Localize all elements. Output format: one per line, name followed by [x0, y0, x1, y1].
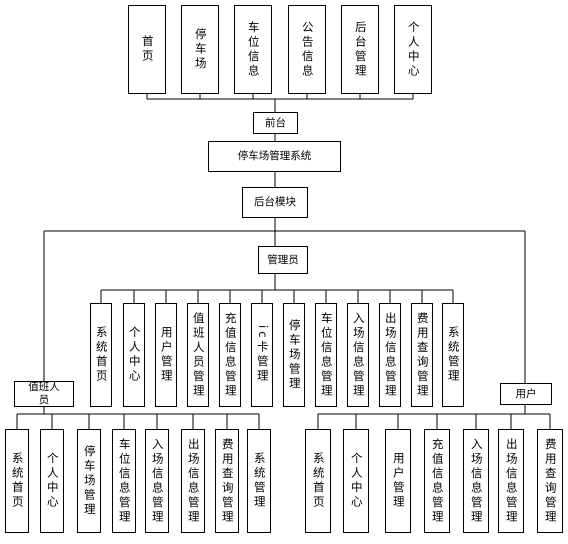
- admin-item-exit-info-management: 出场信息管理: [379, 303, 401, 407]
- user-item-exit-info-management: 出场信息管理: [498, 429, 524, 533]
- admin-item-space-info-management: 车位信息管理: [315, 303, 337, 407]
- staff-item-label: 系统首页: [10, 452, 25, 510]
- staff-item-system-management: 系统管理: [247, 429, 271, 533]
- frontend-item-label: 后台管理: [353, 20, 368, 79]
- frontend-hub: 前台: [253, 112, 298, 134]
- admin-item-label: 出场信息管理: [383, 311, 398, 399]
- user-item-label: 用户管理: [391, 452, 406, 510]
- user-item-label: 入场信息管理: [469, 437, 484, 525]
- admin-item-label: ic卡管理: [255, 325, 270, 385]
- staff-item-label: 系统管理: [252, 452, 267, 510]
- backend-module: 后台模块: [242, 187, 308, 218]
- admin-item-ic-card-management: ic卡管理: [251, 303, 273, 407]
- admin-item-label: 费用查询管理: [415, 311, 430, 399]
- admin-item-staff-management: 值班人员管理: [187, 303, 209, 407]
- system-root: 停车场管理系统: [208, 141, 341, 172]
- frontend-item-backend-admin: 后台管理: [341, 5, 379, 94]
- user-item-label: 费用查询管理: [543, 437, 558, 525]
- admin-item-system-management: 系统管理: [442, 303, 464, 407]
- staff-item-label: 出场信息管理: [186, 437, 201, 525]
- admin-item-label: 值班人员管理: [191, 311, 206, 399]
- staff-item-system-home: 系统首页: [5, 429, 29, 533]
- staff-item-exit-info-management: 出场信息管理: [181, 429, 205, 533]
- admin-item-label: 系统首页: [94, 326, 109, 384]
- staff-role-label: 值班人员: [28, 381, 60, 406]
- staff-item-label: 个人中心: [45, 452, 60, 510]
- user-item-personal-center: 个人中心: [343, 429, 369, 533]
- admin-role-label: 管理员: [267, 253, 299, 266]
- user-item-label: 个人中心: [349, 452, 364, 510]
- admin-item-label: 系统管理: [446, 326, 461, 384]
- user-item-fee-query-management: 费用查询管理: [537, 429, 563, 533]
- admin-item-label: 用户管理: [159, 326, 174, 384]
- user-item-label: 出场信息管理: [504, 437, 519, 525]
- frontend-item-parking-lot: 停车场: [181, 5, 219, 94]
- admin-item-label: 停车场管理: [287, 318, 302, 392]
- admin-item-label: 入场信息管理: [351, 311, 366, 399]
- user-role-label: 用户: [515, 387, 537, 400]
- frontend-item-space-info: 车位信息: [234, 5, 272, 94]
- user-item-user-management: 用户管理: [385, 429, 411, 533]
- staff-item-entry-info-management: 入场信息管理: [145, 429, 169, 533]
- frontend-item-notice-info: 公告信息: [288, 5, 326, 94]
- admin-item-system-home: 系统首页: [90, 303, 112, 407]
- frontend-item-label: 首页: [140, 35, 155, 64]
- staff-item-personal-center: 个人中心: [40, 429, 64, 533]
- system-root-label: 停车场管理系统: [237, 150, 312, 163]
- admin-item-entry-info-management: 入场信息管理: [347, 303, 369, 407]
- staff-role: 值班人员: [14, 381, 74, 407]
- frontend-item-label: 公告信息: [300, 20, 315, 79]
- user-role: 用户: [500, 383, 552, 405]
- admin-item-personal-center: 个人中心: [123, 303, 145, 407]
- admin-item-label: 充值信息管理: [223, 311, 238, 399]
- staff-item-parking-lot-management: 停车场管理: [77, 429, 101, 533]
- frontend-item-personal-center: 个人中心: [394, 5, 432, 94]
- admin-item-recharge-management: 充值信息管理: [219, 303, 241, 407]
- admin-item-parking-lot-management: 停车场管理: [283, 303, 305, 407]
- staff-item-label: 停车场管理: [82, 444, 97, 518]
- user-item-label: 充值信息管理: [430, 437, 445, 525]
- backend-module-label: 后台模块: [254, 196, 296, 209]
- frontend-item-label: 车位信息: [246, 20, 261, 79]
- frontend-item-label: 停车场: [193, 27, 208, 72]
- user-item-entry-info-management: 入场信息管理: [463, 429, 489, 533]
- frontend-item-label: 个人中心: [406, 20, 421, 79]
- staff-item-fee-query-management: 费用查询管理: [215, 429, 239, 533]
- user-item-label: 系统首页: [311, 452, 326, 510]
- admin-item-label: 个人中心: [127, 326, 142, 384]
- staff-item-label: 费用查询管理: [220, 437, 235, 525]
- staff-item-label: 车位信息管理: [117, 437, 132, 525]
- user-item-recharge-management: 充值信息管理: [424, 429, 450, 533]
- staff-item-space-info-management: 车位信息管理: [112, 429, 136, 533]
- frontend-hub-label: 前台: [265, 116, 286, 129]
- user-item-system-home: 系统首页: [305, 429, 331, 533]
- frontend-item-home: 首页: [128, 5, 166, 94]
- admin-item-user-management: 用户管理: [155, 303, 177, 407]
- admin-role: 管理员: [258, 246, 308, 274]
- admin-item-fee-query-management: 费用查询管理: [411, 303, 433, 407]
- admin-item-label: 车位信息管理: [319, 311, 334, 399]
- staff-item-label: 入场信息管理: [150, 437, 165, 525]
